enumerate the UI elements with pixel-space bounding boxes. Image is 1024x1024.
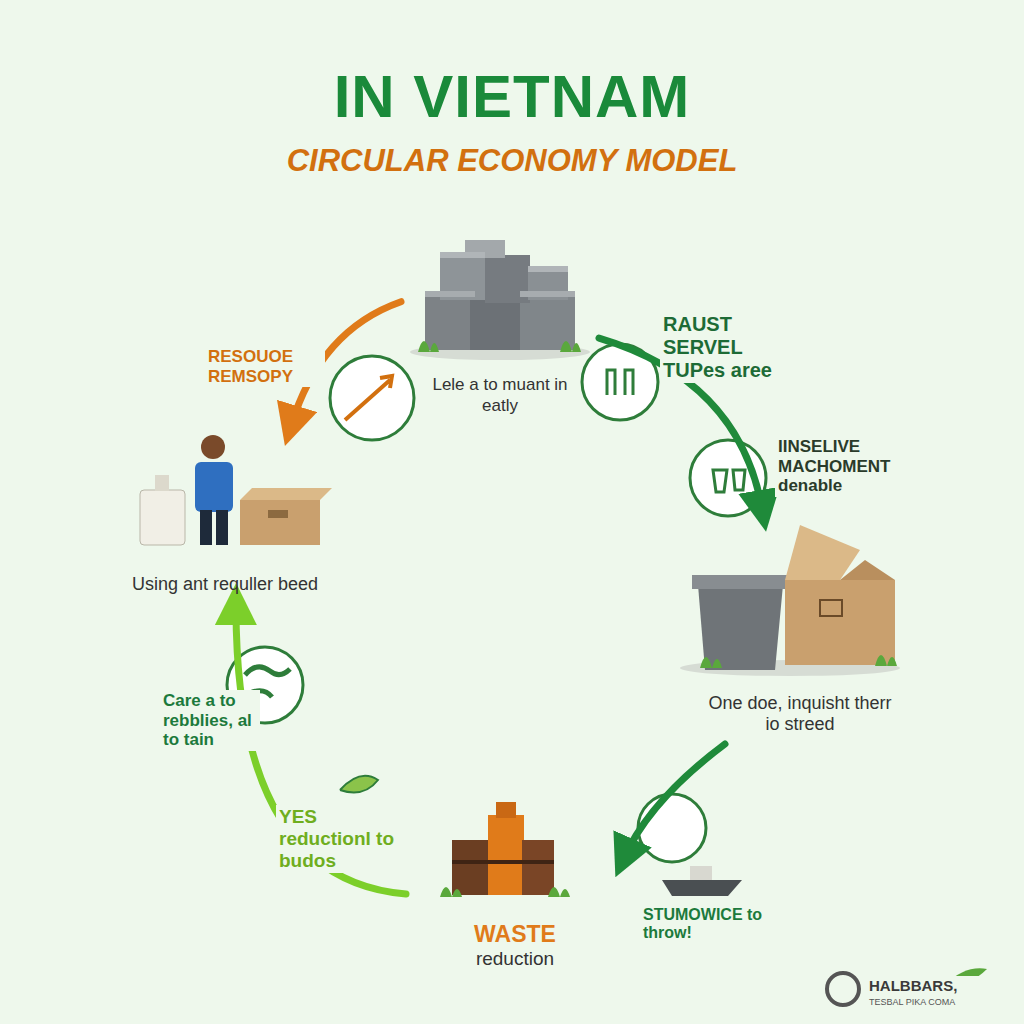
- icon-circles: [227, 344, 766, 862]
- cycle-arrow: [624, 744, 725, 858]
- cycle-node: Lele a to muant in eatly: [405, 238, 595, 420]
- annotation-label: RESOUOE REMSOPY: [205, 346, 325, 387]
- annotation-label: STUMOWICE to throw!: [640, 905, 800, 944]
- cycle-node: WASTEreduction: [410, 795, 620, 975]
- cycle-node: Using ant requller beed: [115, 430, 335, 600]
- subtitle: CIRCULAR ECONOMY MODEL: [0, 142, 1024, 180]
- cycle-node: One doe, inquisht therr io streed: [675, 515, 925, 740]
- person-figure: [140, 435, 332, 545]
- node-caption: Using ant requller beed: [132, 574, 318, 596]
- cycle-arrow: [236, 604, 406, 894]
- waste-barrels: [440, 802, 570, 897]
- annotation-label: Care a to rebblies, al to tain: [160, 690, 260, 751]
- annotation-label: YES reductionl to budos: [276, 805, 401, 873]
- node-caption: One doe, inquisht therr io streed: [705, 693, 895, 736]
- annotation-label: IINSELIVE MACHOMENT denable: [775, 436, 915, 497]
- title: IN VIETNAM: [0, 62, 1024, 131]
- node-caption: Lele a to muant in eatly: [425, 375, 575, 416]
- node-caption: WASTE: [474, 921, 556, 949]
- bin-and-box: [680, 525, 900, 676]
- annotation-label: TESBAL PIKA COMA: [866, 996, 1016, 1008]
- node-subcaption: reduction: [476, 948, 554, 971]
- annotation-label: RAUST SERVEL TUPes aree: [660, 312, 785, 383]
- stone-blocks: [410, 240, 590, 360]
- boat-icon: [662, 880, 742, 896]
- logo-mark: [827, 973, 859, 1005]
- annotation-label: HALBBARS,: [866, 976, 1016, 995]
